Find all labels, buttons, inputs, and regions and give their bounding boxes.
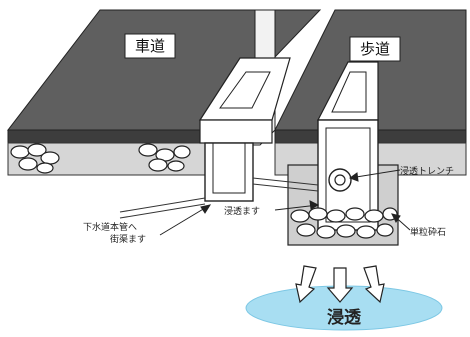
road-label-box: 車道 xyxy=(124,33,176,59)
sidewalk-label-box: 歩道 xyxy=(349,36,401,62)
leader-lines xyxy=(159,169,411,236)
arrow-center-icon xyxy=(326,267,354,303)
trench-pipe-inner xyxy=(334,174,346,186)
street-inlet-label: 街渠ます xyxy=(110,233,146,245)
street-inlet xyxy=(198,57,291,202)
infiltration-trench-label: 浸透トレンチ xyxy=(400,166,454,177)
infiltration-basin-label: 浸透ます xyxy=(224,206,260,217)
arrow-right-icon xyxy=(363,265,385,304)
single-grain-gravel-label: 単粒砕石 xyxy=(410,226,446,238)
roadway-gravel-left xyxy=(10,143,60,174)
roadway-slab xyxy=(6,9,322,176)
arrow-left-icon xyxy=(295,265,317,304)
roadway-gravel-right xyxy=(138,143,191,172)
gravel-stones xyxy=(290,207,398,239)
sewer-main-label: 下水道本管へ xyxy=(83,221,137,233)
street-inlet-grate xyxy=(219,71,271,109)
street-inlet-body xyxy=(204,142,254,202)
infiltration-arrows xyxy=(295,265,385,304)
infiltration-label: 浸透 xyxy=(327,307,362,328)
roadway-label: 車道 xyxy=(135,37,165,55)
roadway-edge xyxy=(7,129,206,144)
sidewalk-label: 歩道 xyxy=(360,40,390,58)
sewer-pipes xyxy=(119,177,319,219)
